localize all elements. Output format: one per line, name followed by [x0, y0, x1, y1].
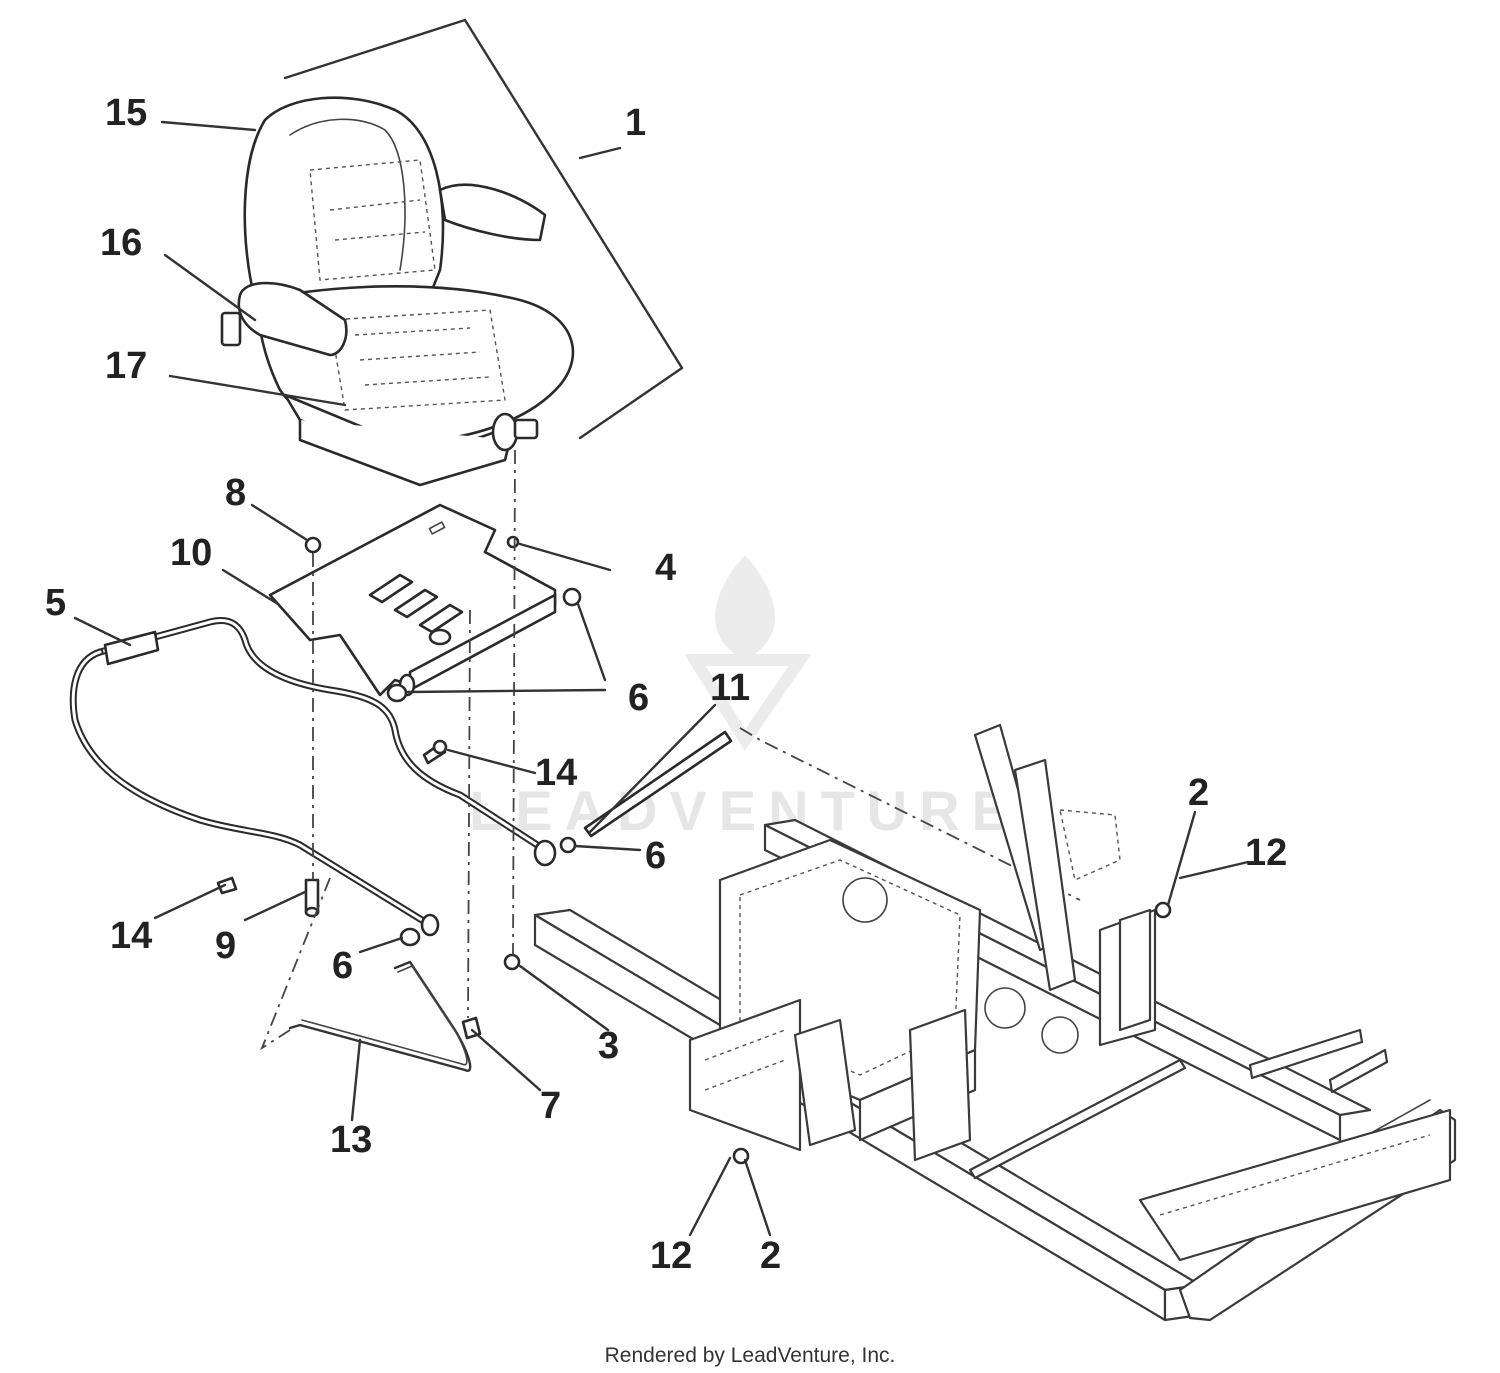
watermark-text: LEADVENTURE — [469, 779, 1021, 842]
callouts: 1 2 2 3 4 5 6 6 6 7 8 9 10 11 12 12 13 1… — [45, 92, 1287, 1277]
footer-credit: Rendered by LeadVenture, Inc. — [605, 1344, 896, 1367]
callout-12: 12 — [1245, 832, 1287, 874]
alignment-lines — [260, 449, 1081, 1051]
callout-5: 5 — [45, 582, 66, 624]
seat-assembly — [220, 96, 575, 487]
callout-9: 9 — [215, 925, 236, 967]
bushing-6-bottom — [399, 927, 421, 947]
spring-rod-13 — [288, 960, 472, 1072]
callout-13: 13 — [330, 1119, 372, 1161]
bolt-14-lower — [216, 876, 238, 895]
callout-1: 1 — [625, 102, 646, 144]
hardware — [216, 535, 733, 1072]
locknut-8 — [304, 536, 322, 554]
callout-8: 8 — [225, 472, 246, 514]
callout-1-bracket — [283, 18, 684, 440]
callout-15: 15 — [105, 92, 147, 134]
seat-pan — [268, 503, 557, 697]
callout-17: 17 — [105, 345, 147, 387]
bushing-6-mid — [559, 836, 577, 854]
bushing-6-left — [386, 683, 408, 703]
callout-6: 6 — [332, 945, 353, 987]
callout-7: 7 — [540, 1085, 561, 1127]
leader-lines — [73, 120, 1250, 1237]
nut-3 — [503, 953, 521, 971]
flame-logo-icon — [715, 555, 775, 660]
bushing-6-top — [562, 587, 582, 607]
callout-11: 11 — [710, 667, 750, 709]
callout-6: 6 — [645, 835, 666, 877]
callout-16: 16 — [100, 222, 142, 264]
callout-6: 6 — [628, 677, 649, 719]
callout-14: 14 — [110, 915, 152, 957]
seat-support-frame — [69, 617, 557, 937]
callout-3: 3 — [598, 1025, 619, 1067]
main-frame — [533, 723, 1457, 1322]
v-logo-icon — [684, 654, 812, 751]
callout-4: 4 — [655, 547, 676, 589]
callout-2: 2 — [1188, 772, 1209, 814]
callout-10: 10 — [170, 532, 212, 574]
callout-14: 14 — [535, 752, 577, 794]
bolt-4 — [506, 535, 520, 549]
callout-2: 2 — [760, 1235, 781, 1277]
callout-12: 12 — [650, 1235, 692, 1277]
watermark: LEADVENTURE — [469, 555, 1021, 842]
